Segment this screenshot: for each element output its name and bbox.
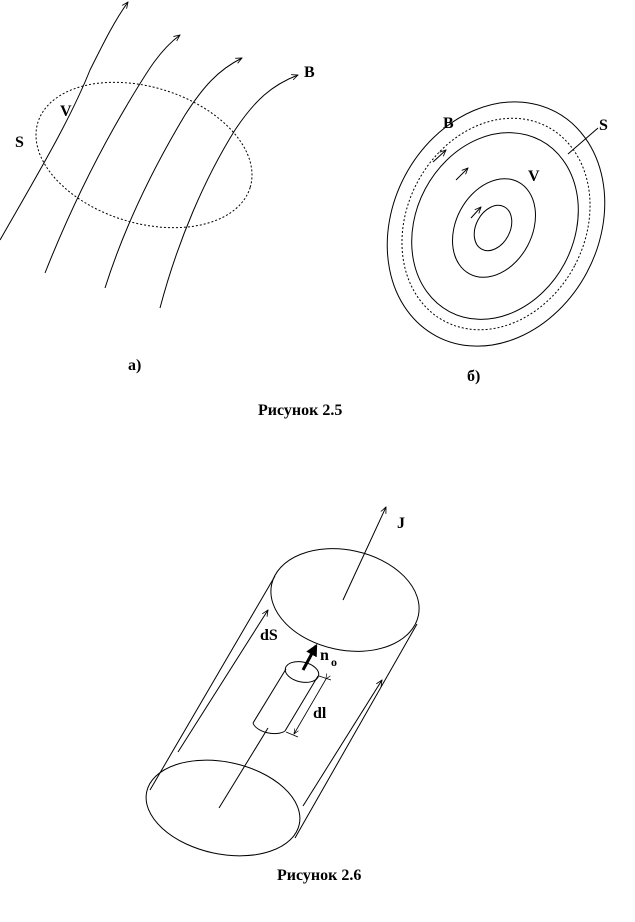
- label-j: J: [397, 515, 405, 532]
- field-arrow-1: [432, 150, 446, 163]
- label-b: B: [304, 64, 315, 81]
- field-arrow-3: [470, 207, 481, 219]
- label-ds: dS: [260, 627, 278, 644]
- small-cylinder-left: [252, 668, 287, 724]
- side-arrow-left: [177, 610, 268, 753]
- field-circle-inner: [473, 204, 513, 252]
- caption-b: б): [467, 368, 480, 385]
- leader-s: [567, 127, 599, 155]
- side-arrow-right: [302, 680, 382, 807]
- caption-a: а): [128, 357, 141, 374]
- figure-2-6-caption: Рисунок 2.6: [277, 867, 361, 884]
- label-dl: dl: [313, 705, 327, 722]
- small-cylinder-bottom: [252, 722, 286, 735]
- dl-dimension-arrow: [294, 679, 326, 734]
- field-line-1: [0, 2, 128, 241]
- surface-s: [401, 117, 591, 331]
- label-n: n: [320, 647, 329, 664]
- field-line-3: [104, 58, 242, 289]
- cylinder-top-ellipse: [270, 548, 420, 652]
- field-lines-b: [0, 2, 298, 309]
- figure-2-5-caption: Рисунок 2.5: [258, 402, 342, 419]
- figure-2-5-panel-b: B S V б): [386, 101, 608, 385]
- label-b: B: [443, 115, 454, 132]
- normal-vector-arrow: [301, 643, 318, 671]
- field-line-2: [44, 35, 180, 274]
- small-cylinder-right: [284, 675, 319, 732]
- axis-line-lower: [218, 727, 269, 809]
- field-arrow-2: [455, 168, 468, 181]
- field-circle-3: [452, 178, 536, 278]
- label-s: S: [599, 117, 608, 134]
- volume-boundary-s: [35, 81, 253, 229]
- figure-2-6: J dS n o dl: [145, 507, 420, 857]
- label-n-subscript: o: [331, 655, 337, 669]
- cylinder-left-edge: [149, 575, 276, 791]
- dl-tick-bottom: [285, 731, 299, 738]
- field-circle-2: [411, 132, 579, 320]
- cylinder-right-edge: [294, 623, 418, 839]
- label-v: V: [60, 103, 72, 120]
- label-v: V: [528, 168, 540, 185]
- figure-2-5-panel-a: B V S а): [0, 2, 315, 374]
- cylinder-bottom-ellipse: [145, 759, 301, 857]
- label-s: S: [15, 134, 24, 151]
- field-circle-outer: [386, 101, 606, 347]
- dl-tick-top: [318, 675, 332, 681]
- field-line-4: [159, 75, 298, 309]
